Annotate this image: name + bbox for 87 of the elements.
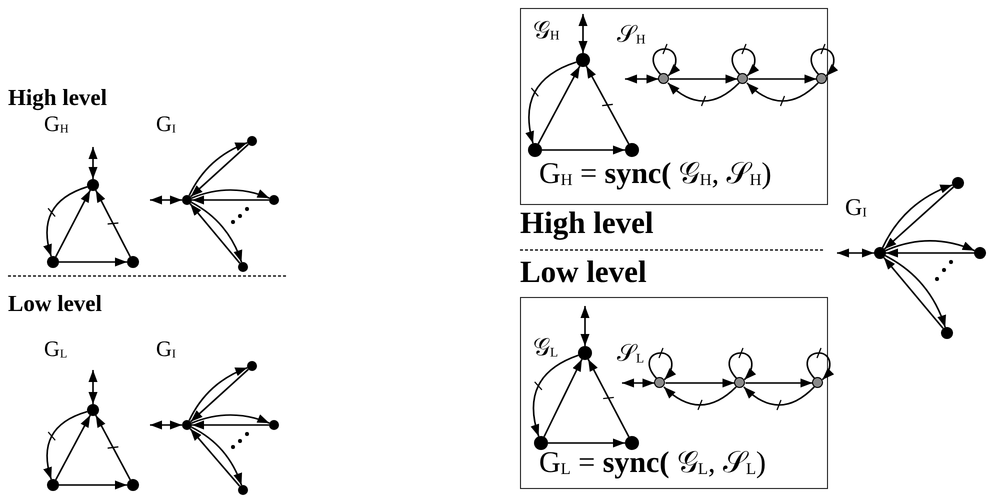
arrow [670,74,738,84]
state-node [812,377,823,388]
state-node [816,73,827,84]
arrow [95,414,131,480]
self-loop-arrow [731,44,759,76]
graph-node [269,195,279,205]
arrow [59,258,127,266]
graph-node [238,485,248,495]
self-loop-arrow [728,348,756,380]
state-node [658,73,669,84]
level-heading: Low level [8,292,102,315]
double-arrow [88,370,98,404]
arrow [59,480,127,490]
graph-node [87,404,99,416]
arrow [192,196,269,204]
double-arrow [622,378,654,388]
sync-panel [520,8,828,205]
graph-node [576,52,590,66]
graph-node [269,420,279,430]
arrow [191,189,270,199]
double-arrow [837,248,874,258]
self-loop-arrow [810,44,838,76]
double-arrow [150,420,182,430]
graph-name: G$_{H}$ [44,113,69,135]
arrow [55,414,91,480]
graph-node [974,247,986,259]
sync-formula: G$_{H}$ = sync( 𝒢$_{H}$, 𝒮$_{H}$) [539,159,772,189]
graph-node [528,142,542,156]
level-heading: High level [520,207,654,238]
graph-node [182,195,192,205]
graph-node [578,346,592,360]
graph-node [47,256,59,268]
arrow [746,82,819,106]
state-node [654,377,665,388]
arrow [191,414,270,424]
graph-node [87,179,99,191]
double-arrow [88,147,98,179]
self-loop-arrow [652,44,680,76]
arrow [746,378,812,388]
double-arrow [580,306,590,346]
graph-name: G$_{I}$ [156,113,176,135]
arrow [886,248,974,258]
arrow [192,420,269,430]
graph-node [247,136,257,146]
state-node [737,73,748,84]
arrow [530,354,579,437]
graph-node [127,256,139,268]
arrow [548,438,625,448]
graph-name: G$_{I}$ [156,338,176,360]
sync-panel [520,297,828,489]
graph-node [127,479,139,491]
arrow [542,146,625,154]
graph-node [182,420,192,430]
graph-node [238,262,248,272]
arrow [667,82,740,106]
sync-formula: G$_{L}$ = sync( 𝒢$_{L}$, 𝒮$_{L}$) [539,448,766,478]
graph-name: G$_{L}$ [44,338,68,360]
arrow [538,66,580,144]
arrow [543,358,583,438]
graph-node [624,436,638,450]
arrow [663,386,737,410]
double-arrow [578,14,588,53]
graph-node [874,247,886,259]
graph-node [624,142,638,156]
graph-node [952,177,964,189]
level-heading: High level [8,86,108,109]
arrow [526,61,577,144]
arrow [586,66,630,144]
arrow [55,190,91,258]
level-heading: Low level [520,256,647,287]
graph-node [47,479,59,491]
graph-node [534,436,548,450]
graph-node [941,327,953,339]
double-arrow [625,74,658,84]
arrow [743,386,815,410]
self-loop-arrow [648,348,676,380]
arrow [748,74,816,84]
arrow [666,378,734,388]
arrow [43,410,88,480]
arrow [44,186,88,257]
arrow [95,190,131,258]
arrow [588,358,630,438]
arrow [885,240,975,252]
graph-node [247,361,257,371]
state-node [734,377,745,388]
double-arrow [150,196,182,204]
self-loop-arrow [806,348,834,380]
